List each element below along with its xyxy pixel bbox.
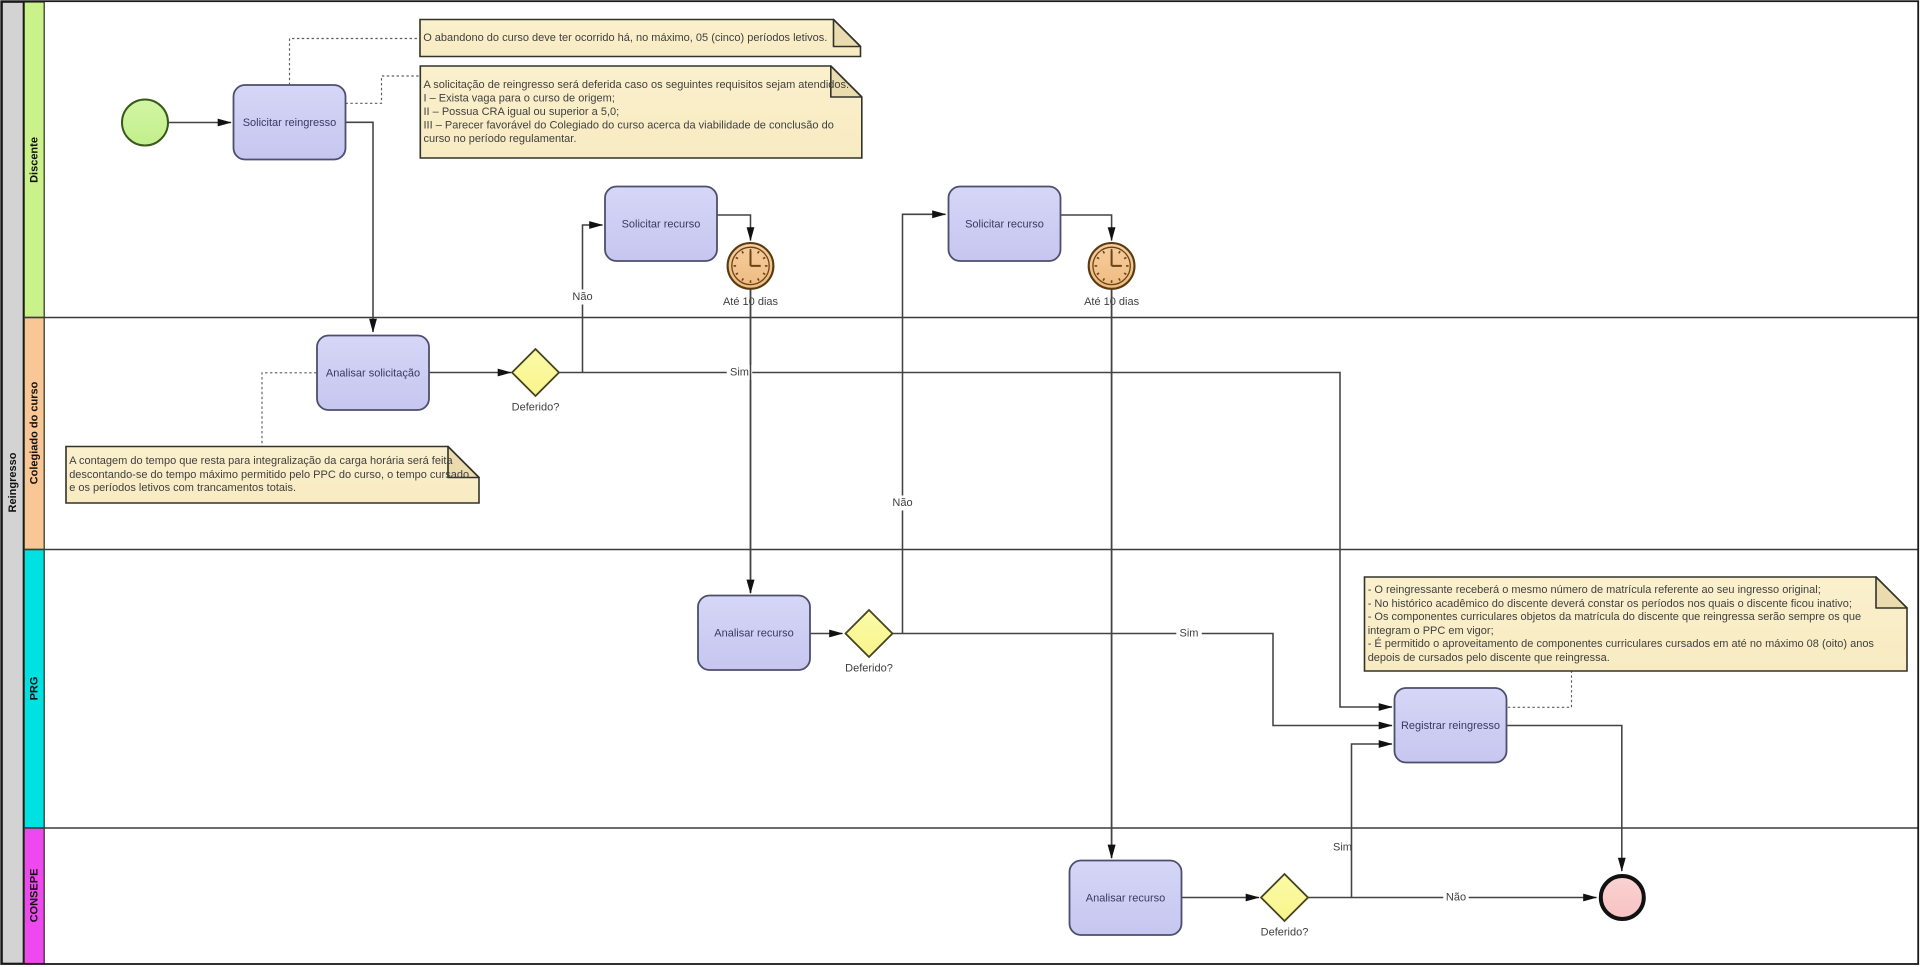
svg-text:Deferido?: Deferido? (512, 402, 560, 414)
svg-text:Solicitar reingresso: Solicitar reingresso (243, 117, 337, 129)
svg-text:CONSEPE: CONSEPE (29, 869, 41, 923)
svg-text:A contagem do tempo que resta: A contagem do tempo que resta para integ… (69, 455, 469, 494)
svg-text:Deferido?: Deferido? (845, 663, 893, 675)
svg-text:Deferido?: Deferido? (1261, 927, 1309, 939)
svg-text:Solicitar recurso: Solicitar recurso (965, 218, 1044, 230)
svg-text:Não: Não (1446, 892, 1466, 904)
svg-text:Solicitar recurso: Solicitar recurso (622, 218, 701, 230)
svg-text:Sim: Sim (1180, 628, 1199, 640)
svg-text:Analisar recurso: Analisar recurso (714, 627, 793, 639)
svg-text:Sim: Sim (1333, 842, 1352, 854)
svg-text:O abandono do curso deve ter o: O abandono do curso deve ter ocorrido há… (423, 32, 827, 44)
svg-text:Não: Não (572, 291, 592, 303)
svg-text:Registrar reingresso: Registrar reingresso (1401, 720, 1500, 732)
svg-text:Discente: Discente (29, 137, 41, 183)
svg-text:PRG: PRG (29, 677, 41, 701)
svg-text:Analisar solicitação: Analisar solicitação (326, 367, 420, 379)
svg-text:Colegiado do curso: Colegiado do curso (29, 381, 41, 484)
svg-text:A solicitação de reingresso se: A solicitação de reingresso será deferid… (424, 79, 850, 145)
svg-text:Sim: Sim (730, 367, 749, 379)
svg-text:Não: Não (892, 497, 912, 509)
svg-text:Analisar recurso: Analisar recurso (1086, 892, 1165, 904)
svg-text:Reingresso: Reingresso (7, 452, 19, 512)
svg-text:- O reingressante receberá o m: - O reingressante receberá o mesmo númer… (1368, 584, 1875, 664)
